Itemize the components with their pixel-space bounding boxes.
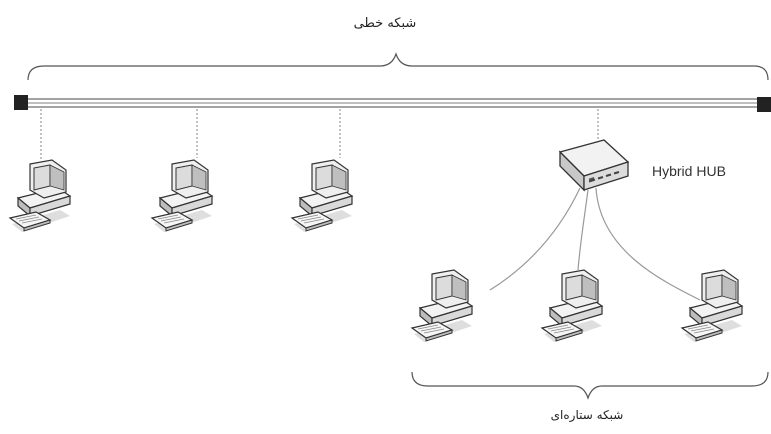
bus-network-brace — [27, 52, 769, 81]
desktop-computer-icon — [291, 159, 353, 233]
hub-label: Hybrid HUB — [652, 163, 726, 179]
star-cable — [595, 187, 701, 301]
desktop-computer-icon — [151, 159, 213, 233]
bus-terminator-icon — [14, 95, 28, 110]
star-network-label: شبکه ستاره‌ای — [550, 408, 624, 422]
desktop-computer-icon — [541, 269, 603, 343]
network-hub-icon — [558, 139, 630, 192]
desktop-computer-icon — [681, 269, 743, 343]
bus-network-label: شبکه خطی — [353, 16, 417, 31]
star-network-brace — [411, 371, 769, 400]
star-cable — [577, 189, 589, 271]
bus-terminator-icon — [757, 97, 771, 112]
desktop-computer-icon — [411, 269, 473, 343]
desktop-computer-icon — [9, 159, 71, 233]
star-cable — [489, 187, 581, 291]
